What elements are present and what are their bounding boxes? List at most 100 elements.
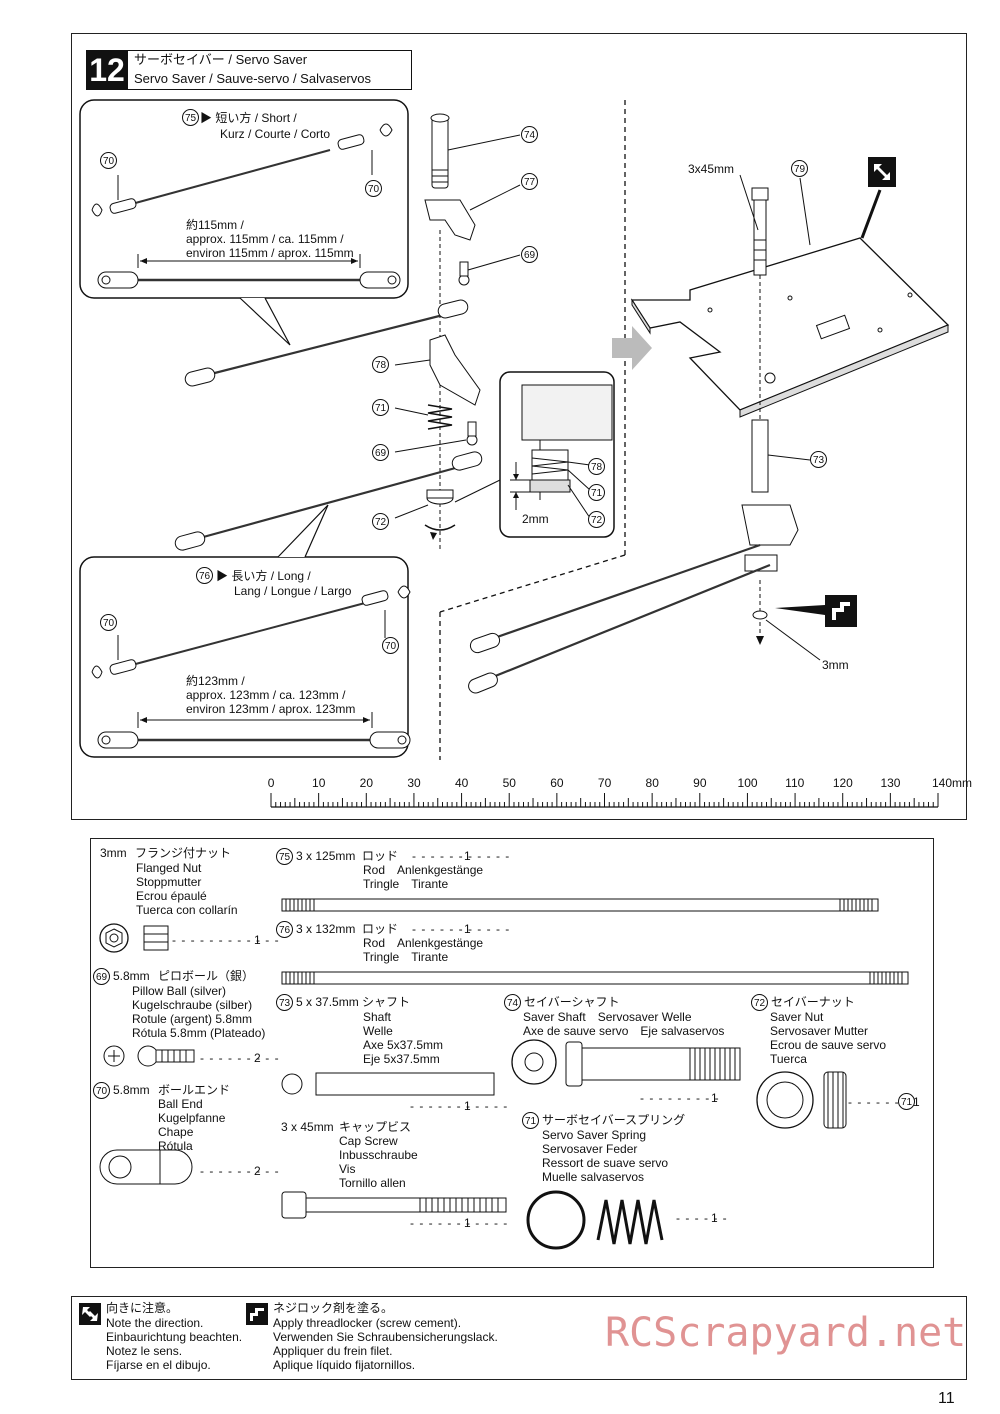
long-rod-len2: approx. 123mm / ca. 123mm /	[186, 688, 346, 702]
nut-size-label: 3mm	[822, 658, 849, 672]
step-title-line1: サーボセイバー / Servo Saver	[134, 52, 308, 67]
pillow-ball-size: 5.8mm	[113, 969, 150, 983]
long-rod-inset	[79, 556, 409, 758]
ruler-tick-label: 90	[693, 776, 707, 790]
legend-direction-1: Note the direction.	[106, 1316, 204, 1330]
callout-72-detail: 72	[588, 511, 605, 528]
pillow-ball-jp: ピロボール（銀）	[158, 969, 255, 983]
rod125-names1: Rod Anlenkgestänge	[363, 863, 484, 877]
shaft-name-0: Shaft	[363, 1010, 392, 1024]
ball-end-jp: ボールエンド	[158, 1083, 231, 1097]
callout-79: 79	[791, 160, 808, 177]
ruler-tick-label: 10	[312, 776, 326, 790]
callout-69-top: 69	[521, 246, 538, 263]
chassis-plate	[630, 237, 950, 411]
saver-nut-leader: - - - - - -	[848, 1095, 900, 1109]
step-frame	[71, 33, 967, 820]
ball-end-size: 5.8mm	[113, 1083, 150, 1097]
short-rod-label-text: 短い方 / Short /	[215, 111, 297, 125]
cap-screw-qty: 1	[464, 1216, 471, 1230]
cap-screw-name-0: Cap Screw	[339, 1134, 398, 1148]
ball-end-name-1: Kugelpfanne	[158, 1111, 226, 1125]
rod125-no: 75	[276, 848, 293, 865]
saver-nut-name-2: Ecrou de sauve servo	[770, 1038, 887, 1052]
arrow-icon: ▶	[216, 569, 229, 583]
ruler-tick-label: 70	[597, 776, 612, 790]
ruler-tick-label: 50	[502, 776, 516, 790]
saver-nut-leader-callout: 71	[898, 1093, 915, 1110]
flanged-nut-jp: フランジ付ナット	[135, 846, 232, 860]
saver-shaft-leader: - - - - - - - - -	[640, 1091, 720, 1105]
spring-leader: - - - - - -	[676, 1211, 728, 1225]
spring-jp: サーボセイバースプリング	[542, 1113, 686, 1127]
cap-screw-size: 3 x 45mm	[281, 1120, 334, 1134]
saver-nut-jp: セイバーナット	[771, 995, 855, 1009]
pillow-ball-name-1: Kugelschraube (silber)	[132, 998, 253, 1012]
ruler-tick-label: 80	[645, 776, 659, 790]
saver-shaft-names2: Axe de sauve servo Eje salvaservos	[523, 1024, 725, 1038]
spring-name-3: Muelle salvaservos	[542, 1170, 645, 1184]
ruler	[270, 793, 939, 808]
rod132-size: 3 x 132mm	[296, 922, 356, 936]
ruler-tick-label: 140mm	[932, 776, 973, 790]
ruler-tick-label: 120	[832, 776, 853, 790]
assembly-illustration	[79, 99, 950, 760]
parts-drawings	[99, 898, 909, 1250]
short-rod-label: ▶ 短い方 / Short /	[200, 111, 297, 125]
saver-nut-name-0: Saver Nut	[770, 1010, 824, 1024]
detail-gap: 2mm	[522, 512, 549, 526]
shaft-name-1: Welle	[363, 1024, 393, 1038]
flanged-nut-name-3: Tuerca con collarín	[136, 903, 238, 917]
ball-end-leader: - - - - - - - - -	[200, 1164, 280, 1178]
shaft-jp: シャフト	[362, 995, 411, 1009]
callout-70-right-short: 70	[365, 180, 382, 197]
pillow-ball-name-2: Rotule (argent) 5.8mm	[132, 1012, 253, 1026]
saver-nut-qty: 1	[913, 1095, 920, 1109]
rod125-qty: 1	[464, 849, 471, 863]
step-title-line2: Servo Saver / Sauve-servo / Salvaservos	[134, 71, 371, 86]
flanged-nut-name-2: Ecrou épaulé	[136, 889, 207, 903]
threadlock-legend-icon	[246, 1303, 268, 1325]
rod125-leader: - - - - - - - - - - -	[412, 849, 511, 863]
shaft-size: 5 x 37.5mm	[296, 995, 359, 1009]
ball-end-qty: 2	[254, 1164, 261, 1178]
callout-69-mid: 69	[372, 444, 389, 461]
shaft-qty: 1	[464, 1099, 471, 1113]
long-rod-len1: 約123mm /	[186, 674, 245, 688]
rod132-no: 76	[276, 921, 293, 938]
watermark: RCScrapyard.net	[605, 1310, 967, 1356]
long-rod-label2: Lang / Longue / Largo	[234, 584, 352, 598]
shaft-name-3: Eje 5x37.5mm	[363, 1052, 440, 1066]
screw-size-label: 3x45mm	[688, 162, 735, 176]
short-rod-len1: 約115mm /	[186, 218, 244, 232]
saver-shaft-no: 74	[504, 994, 521, 1011]
rod132-qty: 1	[464, 922, 471, 936]
long-rod-label-text: 長い方 / Long /	[231, 569, 311, 583]
ruler-tick-label: 20	[359, 776, 374, 790]
pillow-ball-leader: - - - - - - - - -	[200, 1051, 280, 1065]
rod125-names2: Tringle Tirante	[363, 877, 449, 891]
rod125-size: 3 x 125mm	[296, 849, 356, 863]
flanged-nut-leader: - - - - - - - - - - - -	[172, 933, 280, 947]
rod132-names2: Tringle Tirante	[363, 950, 449, 964]
shaft-leader: - - - - - - - - - - -	[410, 1099, 509, 1113]
legend-frame	[71, 1296, 967, 1380]
rod132-names1: Rod Anlenkgestänge	[363, 936, 484, 950]
legend-threadlock-3: Appliquer du frein filet.	[273, 1344, 393, 1358]
ruler-tick-label: 30	[407, 776, 421, 790]
saver-shaft-qty: 1	[711, 1091, 718, 1105]
pillow-ball-no: 69	[93, 968, 110, 985]
cap-screw-name-2: Vis	[339, 1162, 356, 1176]
callout-74: 74	[521, 126, 538, 143]
pillow-ball-name-0: Pillow Ball (silver)	[132, 984, 227, 998]
legend-threadlock-0: ネジロック剤を塗る。	[273, 1301, 394, 1315]
rod125-jp: ロッド	[362, 849, 399, 863]
ball-end-name-0: Ball End	[158, 1097, 203, 1111]
ruler-tick-label: 110	[785, 776, 805, 790]
cap-screw-leader: - - - - - - - - - - -	[410, 1216, 509, 1230]
saver-nut-name-1: Servosaver Mutter	[770, 1024, 869, 1038]
long-rod-label: ▶ 長い方 / Long /	[216, 569, 311, 583]
short-rod-len2: approx. 115mm / ca. 115mm /	[186, 232, 344, 246]
saver-shaft-names1: Saver Shaft Servosaver Welle	[523, 1010, 692, 1024]
spring-qty: 1	[711, 1211, 718, 1225]
